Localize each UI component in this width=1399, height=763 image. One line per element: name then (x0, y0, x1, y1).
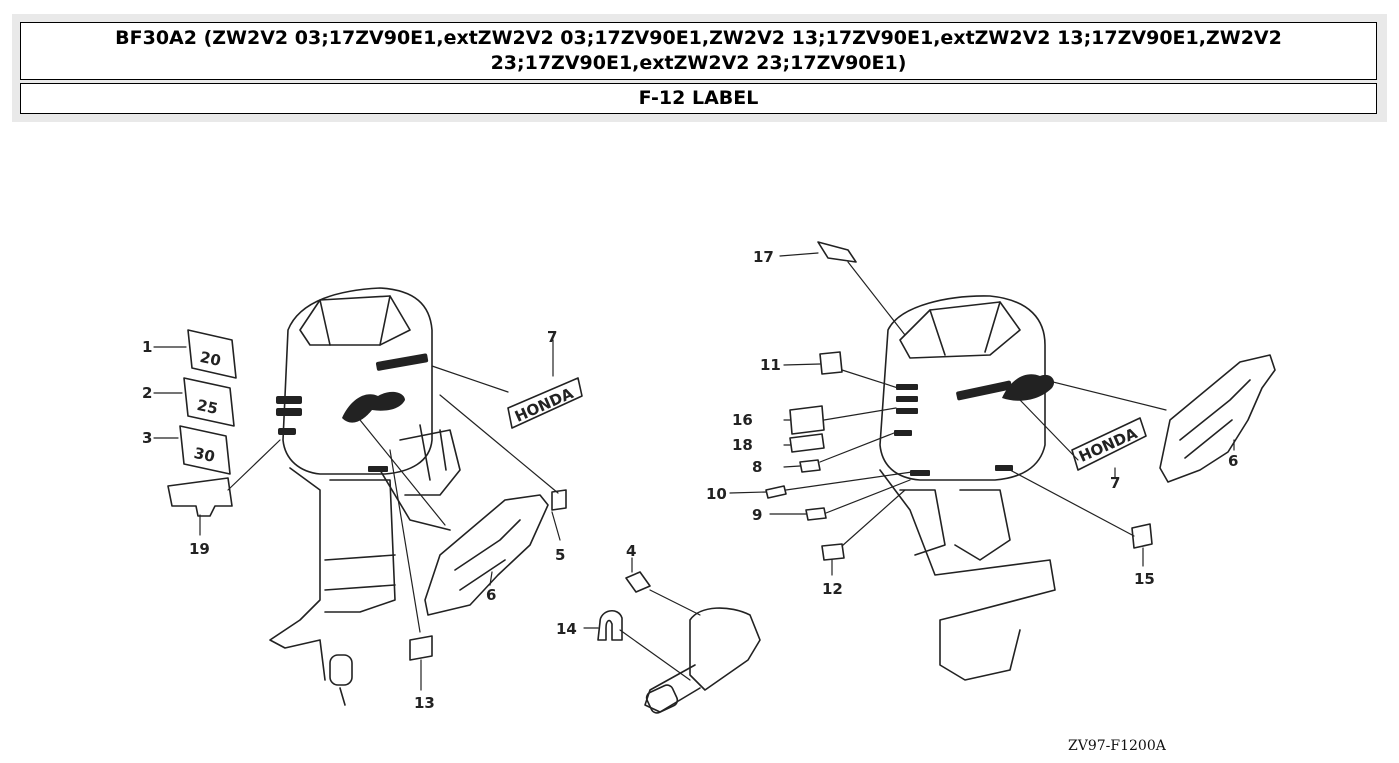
decal-honda-left (507, 377, 583, 429)
decal-16 (789, 405, 825, 435)
parts-diagram: 20 25 30 HONDA HONDA 1 2 3 19 7 5 6 13 4… (142, 241, 1276, 754)
decal-honda-right (1071, 417, 1147, 471)
honda-right-text: HONDA (1076, 424, 1140, 466)
header-panel: BF30A2 (ZW2V2 03;17ZV90E1,extZW2V2 03;17… (12, 14, 1387, 122)
decal-25 (183, 377, 235, 427)
callout-8: 8 (752, 458, 762, 476)
callout-9: 9 (752, 506, 762, 524)
callout-6-left: 6 (486, 586, 496, 604)
callout-18: 18 (732, 436, 753, 454)
callout-19: 19 (189, 540, 210, 558)
callout-15: 15 (1134, 570, 1155, 588)
decal-19-label (167, 477, 233, 517)
clip-14 (597, 610, 623, 641)
callout-16: 16 (732, 411, 753, 429)
callout-5: 5 (555, 546, 565, 564)
decal-lettering: 20 25 30 HONDA HONDA (192, 348, 1140, 466)
decal-20 (187, 329, 237, 379)
callout-17: 17 (753, 248, 774, 266)
decal-25-text: 25 (195, 396, 219, 418)
leader-lines (153, 252, 1235, 691)
decal-9 (805, 507, 827, 521)
decal-5 (551, 489, 567, 511)
tiller-handle (644, 607, 761, 714)
right-motor-decals (894, 374, 1055, 476)
right-outboard-motor (879, 295, 1056, 681)
decal-4 (625, 571, 651, 593)
callout-14: 14 (556, 620, 577, 638)
decal-13 (409, 635, 433, 661)
decal-side-panel-left (424, 494, 549, 616)
callout-1: 1 (142, 338, 152, 356)
callout-6-right: 6 (1228, 452, 1238, 470)
callouts: 1 2 3 19 7 5 6 13 4 14 17 11 16 18 8 10 … (142, 248, 1238, 712)
decal-15 (1131, 523, 1153, 549)
callout-4: 4 (626, 542, 636, 560)
decal-18 (789, 433, 825, 453)
decal-side-panel-right (1159, 354, 1276, 483)
callout-11: 11 (760, 356, 781, 374)
callout-2: 2 (142, 384, 152, 402)
callout-3: 3 (142, 429, 152, 447)
left-motor-decals (276, 353, 429, 472)
left-outboard-motor (269, 287, 461, 706)
callout-13: 13 (414, 694, 435, 712)
decal-20-text: 20 (198, 348, 222, 370)
decal-30 (179, 425, 231, 475)
page-title: BF30A2 (ZW2V2 03;17ZV90E1,extZW2V2 03;17… (20, 22, 1377, 80)
decal-8 (799, 459, 821, 473)
section-title: F-12 LABEL (20, 83, 1377, 114)
decal-30-text: 30 (192, 444, 216, 466)
callout-12: 12 (822, 580, 843, 598)
figure-code: ZV97-F1200A (1068, 738, 1167, 754)
decal-10 (765, 485, 787, 499)
callout-7-left: 7 (547, 328, 557, 346)
honda-left-text: HONDA (512, 384, 576, 426)
callout-10: 10 (706, 485, 727, 503)
decal-17 (817, 241, 857, 263)
callout-7-right: 7 (1110, 474, 1120, 492)
decal-12 (821, 543, 845, 561)
decal-11 (819, 351, 843, 375)
